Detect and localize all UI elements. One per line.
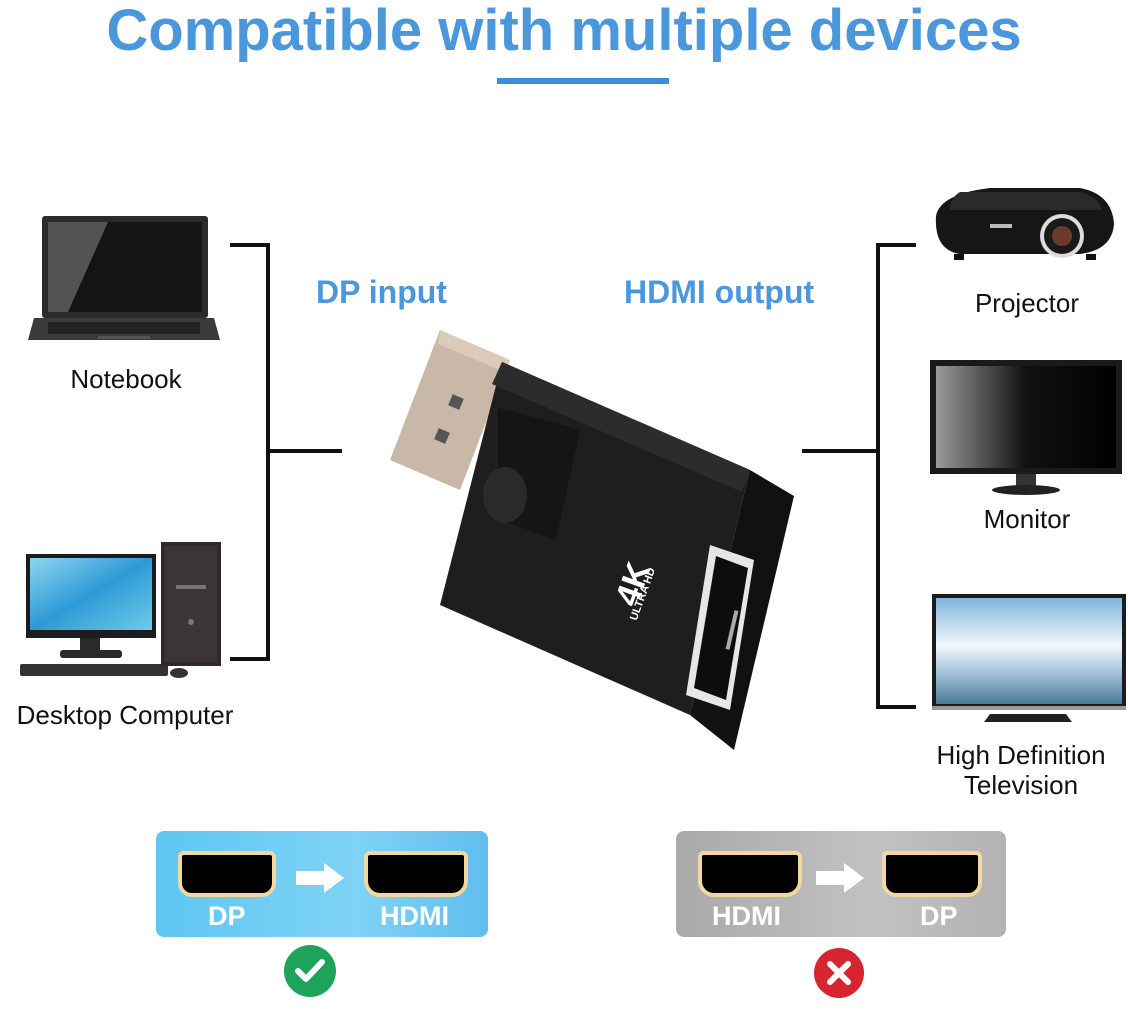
bracket-line <box>876 243 916 247</box>
tv-icon <box>930 592 1126 724</box>
desktop-computer-label: Desktop Computer <box>16 700 234 730</box>
cross-icon <box>814 948 864 998</box>
laptop-icon <box>28 214 220 344</box>
panel-to-label: HDMI <box>380 901 449 931</box>
monitor-icon <box>928 358 1124 496</box>
hdmi-port-icon <box>698 851 802 897</box>
direction-panel-unsupported: HDMI DP <box>676 831 1006 937</box>
title-underline <box>497 78 669 84</box>
projector-icon <box>930 180 1116 266</box>
panel-from-label: DP <box>208 901 246 931</box>
bracket-line <box>266 449 342 453</box>
dp-port-icon <box>882 851 982 897</box>
bracket-line <box>876 243 880 709</box>
hdmi-output-label: HDMI output <box>624 274 815 310</box>
check-icon <box>284 945 336 997</box>
page-title: Compatible with multiple devices <box>106 0 1022 63</box>
direction-panel-supported: DP HDMI <box>156 831 488 937</box>
bracket-line <box>230 657 270 661</box>
dp-port-icon <box>178 851 276 897</box>
panel-to-label: DP <box>920 901 958 931</box>
hdmi-port-icon <box>364 851 468 897</box>
notebook-label: Notebook <box>70 364 182 394</box>
dp-input-label: DP input <box>316 274 447 310</box>
tv-label-line1: High Definition <box>936 740 1106 770</box>
tv-label-line2: Television <box>963 770 1079 800</box>
panel-from-label: HDMI <box>712 901 781 931</box>
bracket-line <box>876 705 916 709</box>
desktop-computer-icon <box>16 540 226 682</box>
tv-label: High Definition Television <box>916 740 1126 800</box>
monitor-label: Monitor <box>983 504 1071 534</box>
arrow-right-icon <box>816 863 864 898</box>
bracket-line <box>230 243 270 247</box>
dp-to-hdmi-adapter: 4K ULTRA HD <box>380 320 800 780</box>
projector-label: Projector <box>974 288 1080 318</box>
bracket-line <box>802 449 880 453</box>
